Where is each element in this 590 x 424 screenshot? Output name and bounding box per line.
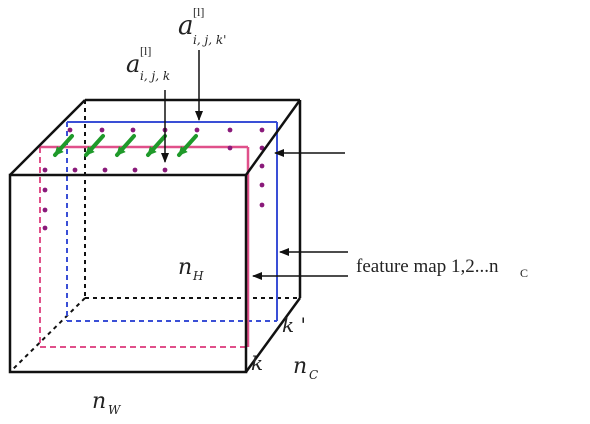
label-n-h: n	[178, 255, 192, 280]
label-k-prime: k '	[282, 313, 306, 337]
label-n-w: n	[92, 389, 106, 414]
feature-map-k	[39, 145, 250, 348]
label-feature-map-subscript: C	[520, 266, 528, 280]
depth-arrows	[53, 134, 198, 157]
label-a-mid-subscript: i, j, k	[140, 69, 170, 83]
label-n-c: n	[293, 354, 307, 379]
label-n-h-subscript: H	[192, 269, 204, 283]
cube-hidden-edges	[9, 100, 300, 373]
label-n-c-subscript: C	[309, 368, 318, 382]
label-a-top-superscript: [l]	[193, 5, 204, 19]
label-a-mid-superscript: [l]	[140, 44, 151, 58]
label-k: k	[251, 351, 263, 375]
label-a-mid: a	[126, 50, 140, 78]
pointer-arrows	[161, 50, 348, 280]
cube-visible-edges	[8, 98, 302, 374]
activation-dots	[42, 127, 265, 231]
label-n-w-subscript: W	[108, 403, 122, 417]
label-a-top: a	[178, 11, 194, 41]
label-feature-map: feature map 1,2...n	[356, 256, 499, 277]
label-a-top-subscript: i, j, k'	[193, 33, 226, 47]
